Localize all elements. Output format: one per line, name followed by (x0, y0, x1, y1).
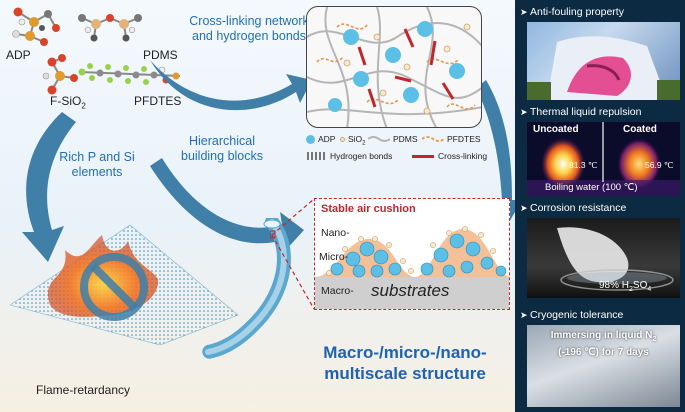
hier-line1: Hierarchical (189, 134, 255, 148)
legend-pfdtes-icon (422, 136, 444, 142)
legend-sio2-label: SiO2 (348, 134, 366, 147)
legend-sio2-subscript: 2 (362, 140, 366, 147)
cryo-line2: (-196 ℃) for 7 days (558, 347, 649, 358)
structure-box: Stable air cushion Nano- Micro- Macro- s… (314, 198, 510, 310)
multiscale-line2: multiscale structure (324, 364, 486, 383)
acid-subscript-2: 4 (647, 286, 652, 293)
rich-line2: elements (71, 165, 123, 179)
legend-crosslink-icon (412, 155, 434, 158)
pdms-molecule (78, 14, 142, 42)
rich-line1: Rich P and Si (59, 150, 135, 164)
hier-line2: building blocks (181, 149, 263, 163)
flame-illustration (10, 224, 239, 346)
adp-spheres (328, 21, 465, 112)
no-symbol-icon (80, 253, 148, 321)
bullet-arrow-icon: ➤ (520, 310, 528, 320)
bullet-arrow-icon: ➤ (520, 107, 528, 117)
structure-diagram (315, 226, 509, 309)
cross-linking-label: Cross-linking network and hydrogen bonds (176, 14, 322, 44)
cryogenic-title: Cryogenic tolerance (530, 309, 624, 321)
acid-suffix: SO (632, 280, 648, 291)
uncoated-temperature: 81.3 ℃ (569, 160, 598, 170)
sio2-beads (343, 23, 471, 115)
cross-linking-line2: and hydrogen bonds (192, 29, 306, 43)
cross-linking-line1: Cross-linking network (189, 14, 309, 28)
cryogenic-photo: Immersing in liquid N2 (-196 ℃) for 7 da… (527, 325, 680, 407)
corrosion-photo: 98% H2SO4 (527, 218, 680, 298)
network-box (306, 6, 482, 128)
thermal-title: Thermal liquid repulsion (530, 106, 642, 118)
adp-molecule (12, 7, 60, 46)
legend-adp-label: ADP (318, 134, 336, 144)
bullet-arrow-icon: ➤ (520, 203, 528, 213)
fsio2-label: F-SiO2 (50, 94, 86, 110)
legend-pfdtes-label: PFDTES (447, 134, 481, 144)
coated-label: Coated (623, 124, 657, 135)
flow-arrows (22, 60, 515, 262)
legend-sio2-icon (340, 137, 345, 142)
arrow-to-flame (22, 112, 76, 262)
network-legend: ADP SiO2 PDMS PFDTES Hydrogen bonds Cros… (302, 132, 514, 166)
micro-label: Micro- (319, 251, 349, 263)
zoom-connectors (270, 198, 315, 310)
thermal-photo: Uncoated Coated 81.3 ℃ 56.9 ℃ Boiling wa… (527, 122, 680, 196)
bullet-arrow-icon: ➤ (520, 7, 528, 17)
rich-elements-label: Rich P and Si elements (52, 150, 142, 180)
legend-sio2-text: SiO (348, 134, 363, 144)
acid-prefix: 98% H (599, 280, 630, 291)
anti-fouling-photo (527, 22, 680, 100)
legend-hbond-label: Hydrogen bonds (330, 151, 393, 161)
pfdtes-chains (316, 23, 476, 110)
arrow-to-structure (150, 158, 304, 252)
flame-retardancy-label: Flame-retardancy (36, 383, 131, 397)
molecule-models (12, 7, 181, 95)
uncoated-label: Uncoated (533, 124, 579, 135)
cryo-text: Immersing in liquid N2 (-196 ℃) for 7 da… (527, 329, 680, 359)
air-cushion-label: Stable air cushion (321, 203, 416, 215)
legend-hbond-icon (307, 152, 325, 160)
substrate-block (315, 277, 509, 309)
coated-temperature: 56.9 ℃ (645, 160, 674, 170)
structure-adp-spheres (330, 233, 507, 278)
anti-fouling-title: Anti-fouling property (530, 6, 624, 18)
legend-pdms-label: PDMS (393, 134, 418, 144)
fsio2-subscript: 2 (81, 101, 86, 111)
pfdtes-label: PFDTES (134, 94, 182, 108)
boiling-water-label: Boiling water (100 ℃) (545, 182, 638, 193)
legend-crosslink-label: Cross-linking (438, 151, 488, 161)
fsio2-molecule (42, 54, 78, 95)
hierarchical-label: Hierarchical building blocks (172, 134, 272, 164)
acid-label: 98% H2SO4 (599, 280, 651, 293)
corrosion-title: Corrosion resistance (530, 202, 627, 214)
acid-subscript-1: 2 (629, 286, 633, 293)
macro-label: Macro- (321, 285, 354, 297)
legend-adp-icon (306, 135, 315, 144)
curled-fiber (201, 218, 291, 359)
pdms-label: PDMS (143, 48, 178, 62)
crosslinks (357, 28, 455, 108)
arrow-to-properties (476, 80, 515, 224)
cryo-line1-text: Immersing in liquid N (550, 330, 653, 341)
cryo-line1: Immersing in liquid N2 (527, 329, 680, 346)
multiscale-heading: Macro-/micro-/nano- multiscale structure (296, 342, 514, 384)
nano-label: Nano- (321, 227, 350, 239)
substrates-label: substrates (371, 281, 450, 300)
fsio2-text: F-SiO (50, 94, 82, 108)
legend-pdms-icon (368, 136, 390, 142)
network-diagram (307, 7, 481, 127)
arrow-to-network (150, 60, 312, 111)
cryo-line1-subscript: 2 (652, 336, 657, 343)
multiscale-line1: Macro-/micro-/nano- (323, 343, 487, 362)
structure-sio2-beads (326, 226, 496, 276)
adp-label: ADP (6, 48, 31, 62)
